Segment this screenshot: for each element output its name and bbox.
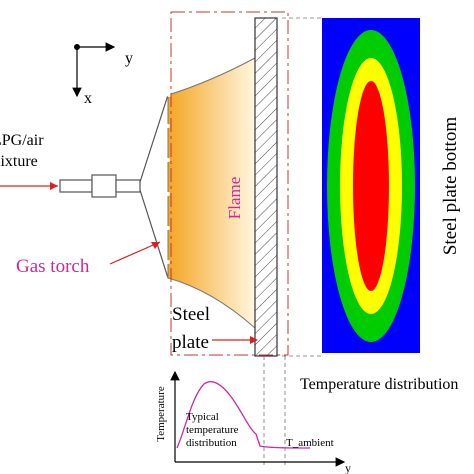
plate-label-line2: plate: [172, 332, 209, 353]
axis-x-label: x: [84, 90, 92, 107]
inlet-label-line2: mixture: [0, 153, 38, 170]
torch-label-arrowhead: [151, 242, 160, 249]
temperature-graph: Temperature y Typical temperature distri…: [155, 370, 351, 474]
temperature-contour-map: [322, 18, 420, 353]
graph-annotation-line3: distribution: [186, 437, 237, 449]
temperature-curve: [176, 381, 311, 449]
flame-jet-dots: [166, 93, 171, 264]
torch-label-arrow: [109, 241, 161, 265]
axis-y-label: y: [125, 50, 133, 67]
plate-bottom-label: Steel plate bottom: [440, 117, 461, 255]
inlet-label-line1: LPG/air: [0, 132, 44, 149]
inlet-arrowhead: [50, 182, 58, 190]
plate-label-line1: Steel: [172, 304, 210, 325]
gas-torch: [59, 94, 169, 279]
torch-nozzle-upper: [139, 94, 169, 183]
torch-valve: [91, 174, 117, 198]
flame-label: Flame: [225, 177, 244, 220]
torch-label: Gas torch: [16, 256, 90, 277]
torch-connector: [115, 179, 141, 193]
ambient-label: T_ambient: [286, 437, 334, 449]
distribution-caption: Temperature distribution: [300, 376, 458, 393]
contour-core-zone: [353, 81, 389, 291]
torch-nozzle-lower: [139, 189, 169, 279]
plate-label-arrowhead: [250, 336, 258, 344]
graph-annotation-line2: temperature: [186, 424, 239, 436]
coordinate-axes: y x: [72, 42, 133, 107]
graph-annotation-line1: Typical: [186, 411, 219, 423]
domain-dashed-frame: [170, 11, 289, 356]
graph-xlabel: y: [345, 461, 351, 474]
torch-pipe: [59, 179, 93, 193]
steel-plate: [254, 17, 278, 357]
graph-ylabel: Temperature: [155, 386, 167, 442]
